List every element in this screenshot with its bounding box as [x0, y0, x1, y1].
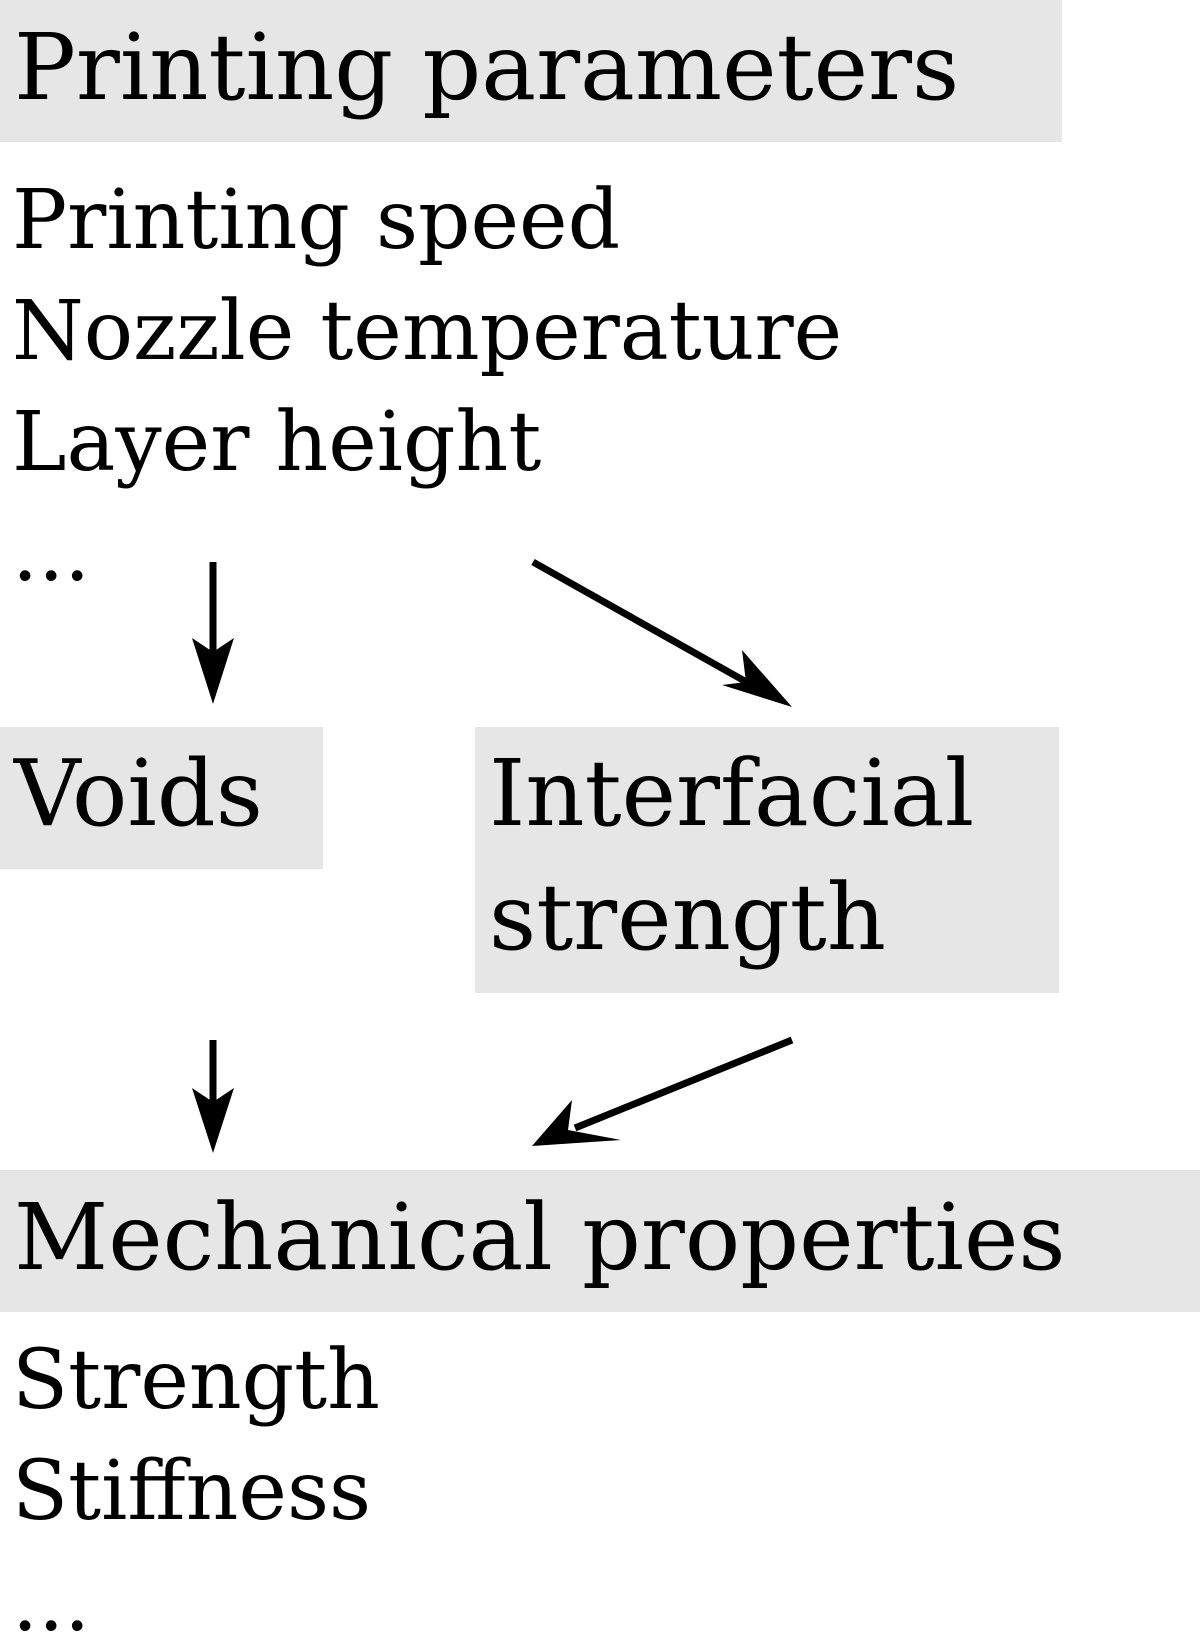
- arrow-interfacial-to-mechanical: [532, 1036, 794, 1146]
- voids-title: Voids: [14, 740, 263, 847]
- printing-parameters-item: Layer height: [12, 395, 542, 490]
- printing-parameters-item: Nozzle temperature: [12, 284, 843, 379]
- mechanical-properties-box: [0, 1170, 1200, 1312]
- printing-parameters-title: Printing parameters: [14, 14, 960, 121]
- printing-parameters-item: ...: [12, 505, 91, 600]
- printing-parameters-box: [0, 0, 1062, 142]
- interfacial-strength-title-line1: Interfacial: [489, 740, 975, 847]
- interfacial-strength-box: [475, 727, 1059, 993]
- mechanical-properties-title: Mechanical properties: [14, 1184, 1066, 1291]
- arrow-voids-to-mechanical: [192, 1040, 234, 1153]
- interfacial-strength-title-line2: strength: [489, 864, 886, 971]
- printing-parameters-item: Printing speed: [12, 173, 621, 268]
- arrow-printing-to-interfacial: [531, 558, 792, 707]
- mechanical-properties-item: Stiffness: [12, 1444, 372, 1539]
- mechanical-properties-item: ...: [12, 1555, 91, 1650]
- voids-box: [0, 727, 323, 869]
- arrow-printing-to-voids: [192, 562, 234, 704]
- mechanical-properties-item: Strength: [12, 1333, 380, 1428]
